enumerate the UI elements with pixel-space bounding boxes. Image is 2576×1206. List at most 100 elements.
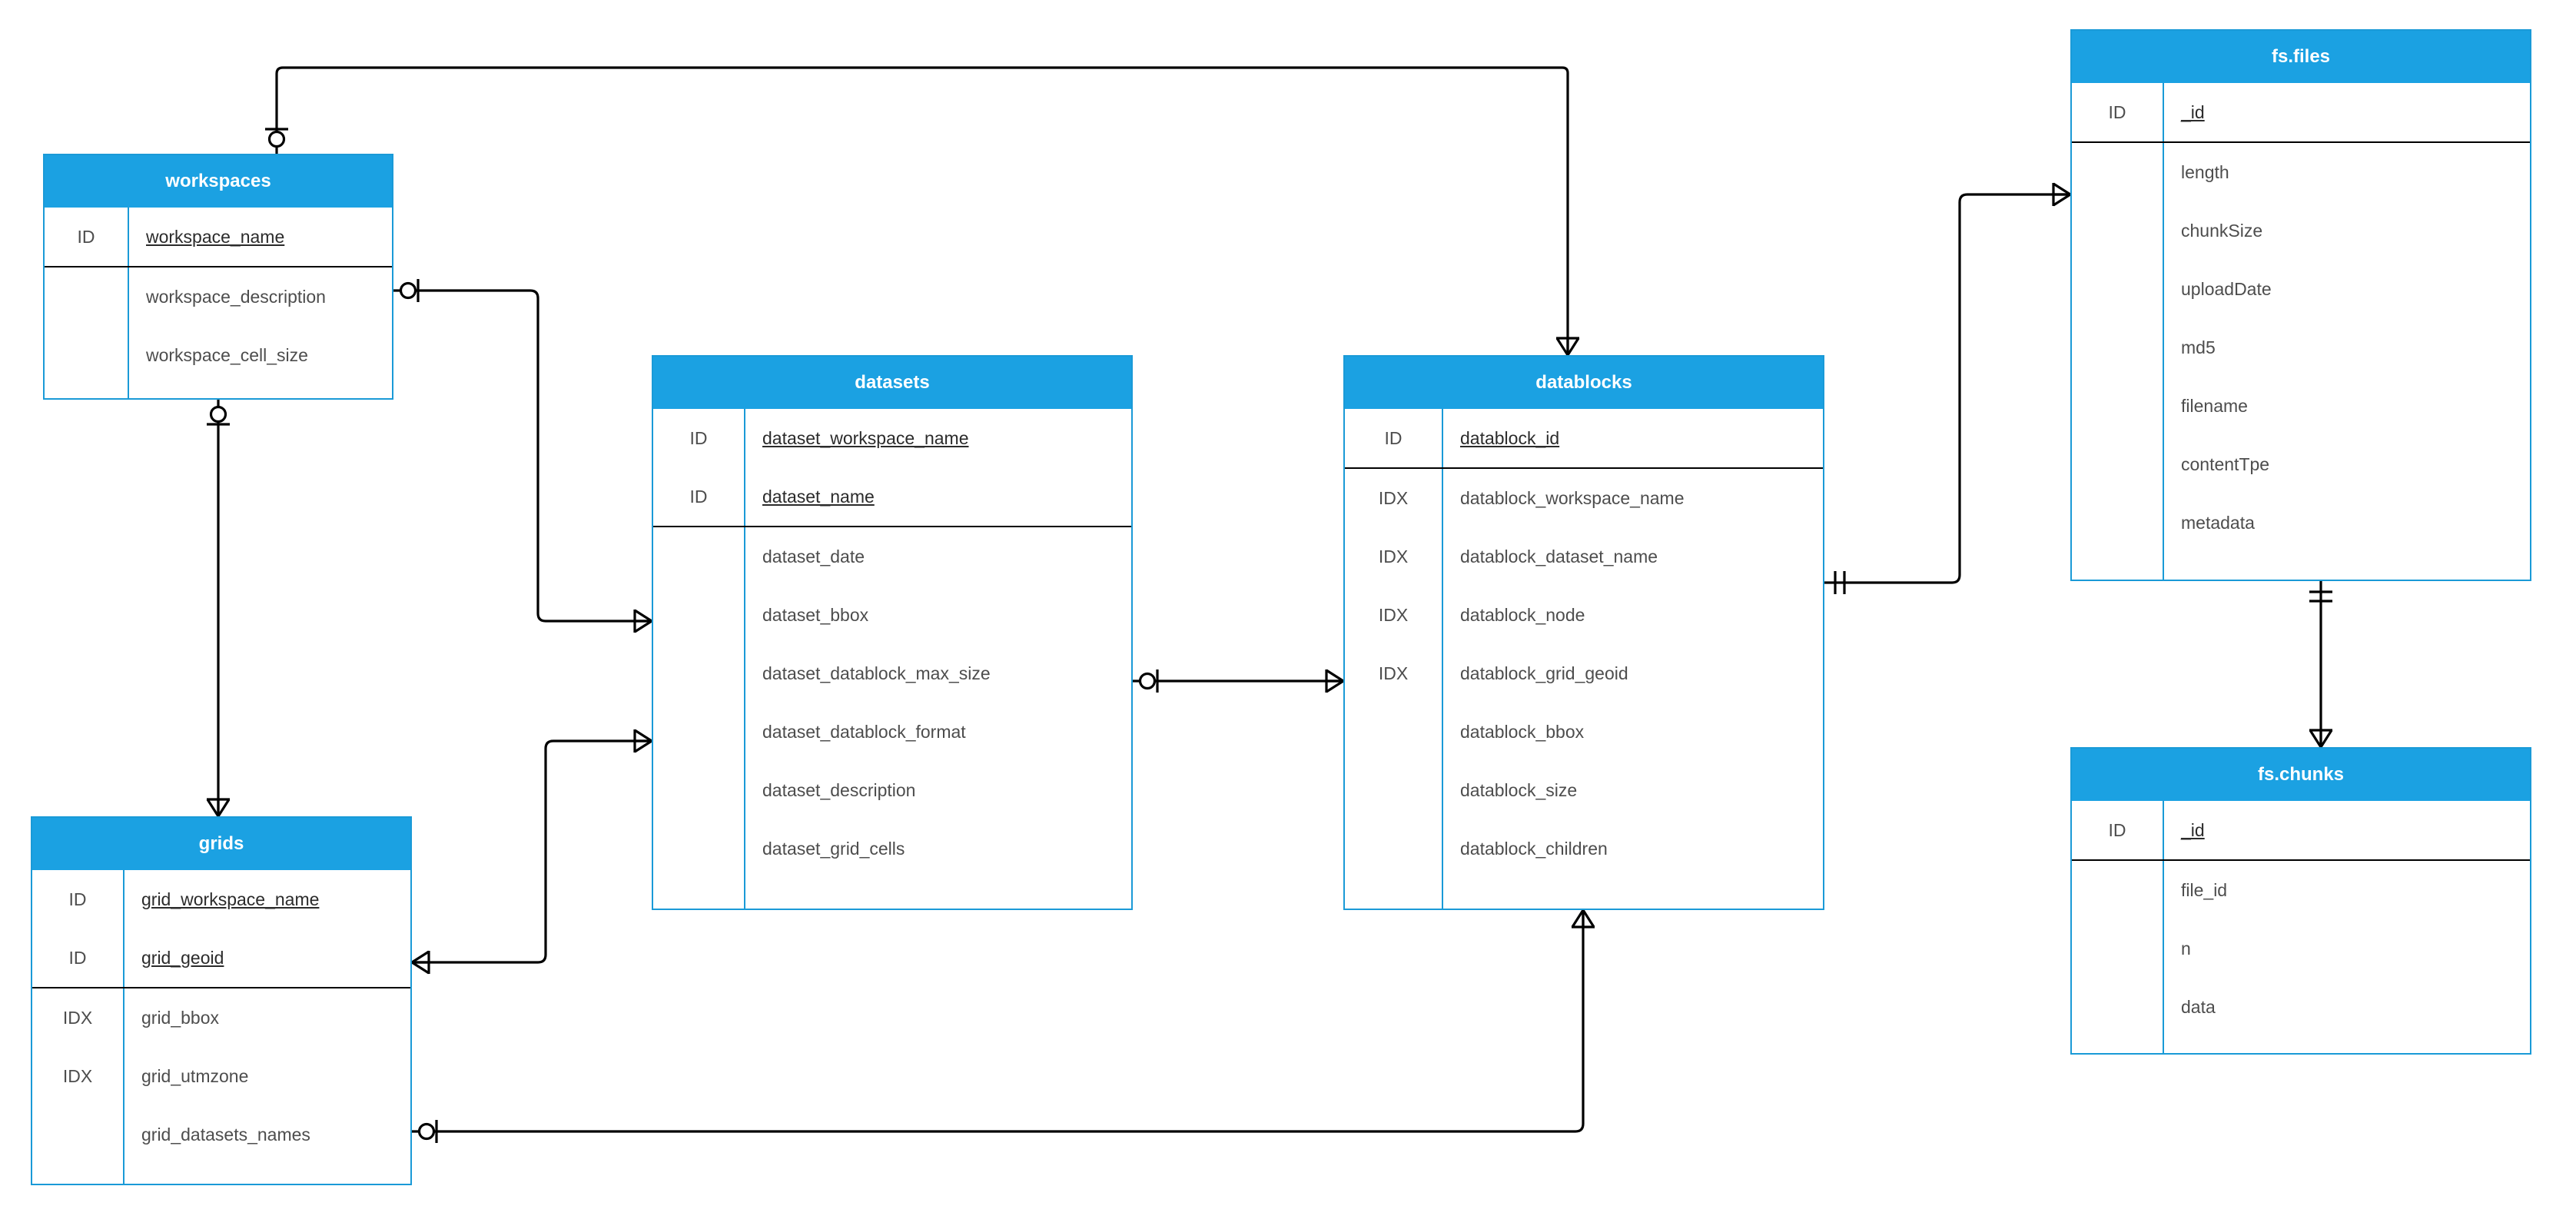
column-field: file_id (2181, 879, 2228, 900)
primary-key-field: dataset_name (762, 486, 875, 507)
table-row[interactable]: ID _id (2072, 801, 2530, 859)
table-row[interactable]: contentTpe (2072, 435, 2530, 493)
row-key-label (32, 1105, 124, 1164)
table-row[interactable]: dataset_datablock_max_size (653, 644, 1131, 703)
column-field: filename (2181, 395, 2248, 416)
connector-line (412, 910, 1585, 1133)
table-row[interactable]: dataset_grid_cells (653, 819, 1131, 878)
row-key-label (2072, 435, 2164, 493)
row-key-label: ID (32, 870, 124, 929)
entity-title: fs.chunks (2072, 749, 2530, 801)
row-key-label (653, 586, 745, 644)
column-field: metadata (2181, 512, 2255, 533)
row-key-label: IDX (32, 988, 124, 1047)
table-row[interactable]: workspace_cell_size (45, 326, 392, 384)
table-filler (653, 878, 1131, 909)
column-field: dataset_datablock_max_size (762, 663, 991, 683)
filler-name-cell (129, 384, 392, 398)
table-row[interactable]: datablock_children (1345, 819, 1823, 878)
column-field: grid_utmzone (141, 1065, 249, 1086)
column-field: datablock_grid_geoid (1460, 663, 1628, 683)
table-row[interactable]: chunkSize (2072, 201, 2530, 260)
row-key-label (2072, 861, 2164, 919)
row-key-label (653, 761, 745, 819)
table-row[interactable]: dataset_bbox (653, 586, 1131, 644)
filler-key-cell (32, 1164, 124, 1184)
table-filler (2072, 1036, 2530, 1053)
column-field: dataset_grid_cells (762, 838, 905, 859)
relationship-datablocks-to-fsfiles (1824, 182, 2071, 594)
connector-line (412, 739, 652, 964)
table-row[interactable]: datablock_size (1345, 761, 1823, 819)
row-key-label (1345, 761, 1443, 819)
filler-key-cell (653, 878, 745, 909)
filler-key-cell (45, 384, 129, 398)
table-row[interactable]: file_id (2072, 861, 2530, 919)
column-field: data (2181, 996, 2216, 1017)
primary-key-field: _id (2181, 819, 2205, 840)
column-field: dataset_description (762, 779, 916, 800)
column-field: contentTpe (2181, 453, 2270, 474)
table-row[interactable]: metadata (2072, 493, 2530, 552)
entity-title: grids (32, 818, 410, 870)
row-key-label (653, 703, 745, 761)
table-row[interactable]: dataset_description (653, 761, 1131, 819)
table-row[interactable]: md5 (2072, 318, 2530, 377)
row-key-label (1345, 819, 1443, 878)
entity-title: datablocks (1345, 357, 1823, 409)
row-key-label (653, 644, 745, 703)
row-key-label: ID (2072, 801, 2164, 859)
filler-name-cell (745, 878, 1131, 909)
table-row[interactable]: ID_id (2072, 83, 2530, 141)
table-row[interactable]: dataset_datablock_format (653, 703, 1131, 761)
table-row[interactable]: length (2072, 143, 2530, 201)
table-row[interactable]: datablock_bbox (1345, 703, 1823, 761)
primary-key-field: workspace_name (146, 226, 285, 247)
relationship-datasets-to-datablocks (1133, 669, 1344, 693)
primary-key-field: grid_workspace_name (141, 889, 320, 909)
table-row[interactable]: uploadDate (2072, 260, 2530, 318)
table-row[interactable]: IDX grid_utmzone (32, 1047, 410, 1105)
row-key-label (2072, 318, 2164, 377)
relationship-datablocks-to-workspaces (265, 66, 1580, 356)
column-field: workspace_description (146, 286, 326, 307)
table-row[interactable]: ID grid_workspace_name (32, 870, 410, 929)
table-row[interactable]: grid_datasets_names (32, 1105, 410, 1164)
row-key-label (2072, 260, 2164, 318)
row-key-label: ID (32, 929, 124, 987)
entity-title: fs.files (2072, 31, 2530, 83)
row-key-label: IDX (32, 1047, 124, 1105)
table-row[interactable]: n (2072, 919, 2530, 978)
table-row[interactable]: dataset_date (653, 527, 1131, 586)
row-key-label: IDX (1345, 586, 1443, 644)
attribute-group: workspace_description workspace_cell_size (45, 266, 392, 398)
table-row[interactable]: workspace_description (45, 267, 392, 326)
filler-key-cell (2072, 1036, 2164, 1053)
table-row[interactable]: filename (2072, 377, 2530, 435)
column-field: chunkSize (2181, 220, 2263, 241)
table-row[interactable]: data (2072, 978, 2530, 1036)
primary-key-field: datablock_id (1460, 427, 1560, 448)
column-field: datablock_dataset_name (1460, 546, 1658, 566)
row-key-label (2072, 919, 2164, 978)
